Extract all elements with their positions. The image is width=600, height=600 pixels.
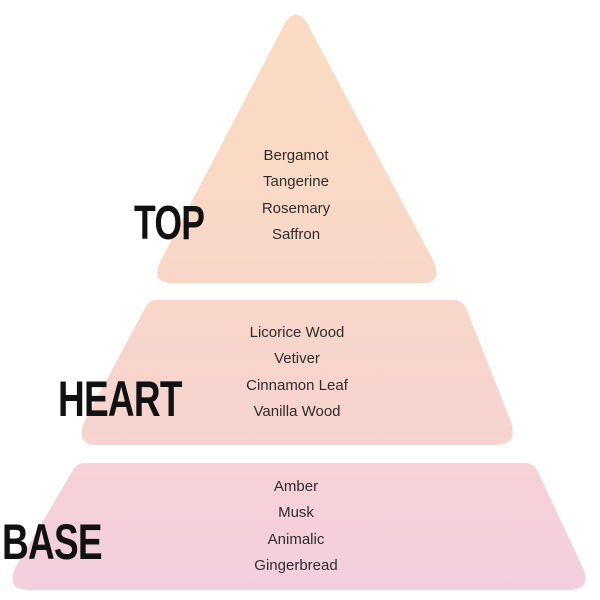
note-item: Gingerbread (254, 556, 338, 574)
note-item: Bergamot (263, 147, 329, 164)
note-item: Saffron (271, 225, 321, 243)
heart-notes-list: Licorice Wood Vetiver Cinnamon Leaf Vani… (197, 320, 397, 425)
note-item: Vanilla Wood (253, 402, 341, 420)
base-notes-list: Amber Musk Animalic Gingerbread (196, 474, 396, 579)
note-item: Rosemary (261, 199, 331, 217)
note-item: Cinnamon Leaf (246, 376, 348, 394)
tier-base-shape (12, 463, 586, 590)
tier-heart-shape (81, 300, 513, 445)
tier-label-base: BASE (2, 514, 103, 570)
note-item: Tangerine (263, 173, 329, 191)
tier-label-top: TOP (134, 197, 205, 250)
note-item: Animalic (267, 530, 325, 548)
note-item: Vetiver (274, 350, 320, 368)
note-item: Licorice Wood (249, 324, 345, 341)
note-item: Amber (273, 478, 319, 495)
tier-label-heart: HEART (58, 371, 182, 427)
top-notes-list: Bergamot Tangerine Rosemary Saffron (196, 143, 396, 248)
note-item: Musk (278, 504, 314, 522)
tier-top-shape (157, 14, 437, 283)
